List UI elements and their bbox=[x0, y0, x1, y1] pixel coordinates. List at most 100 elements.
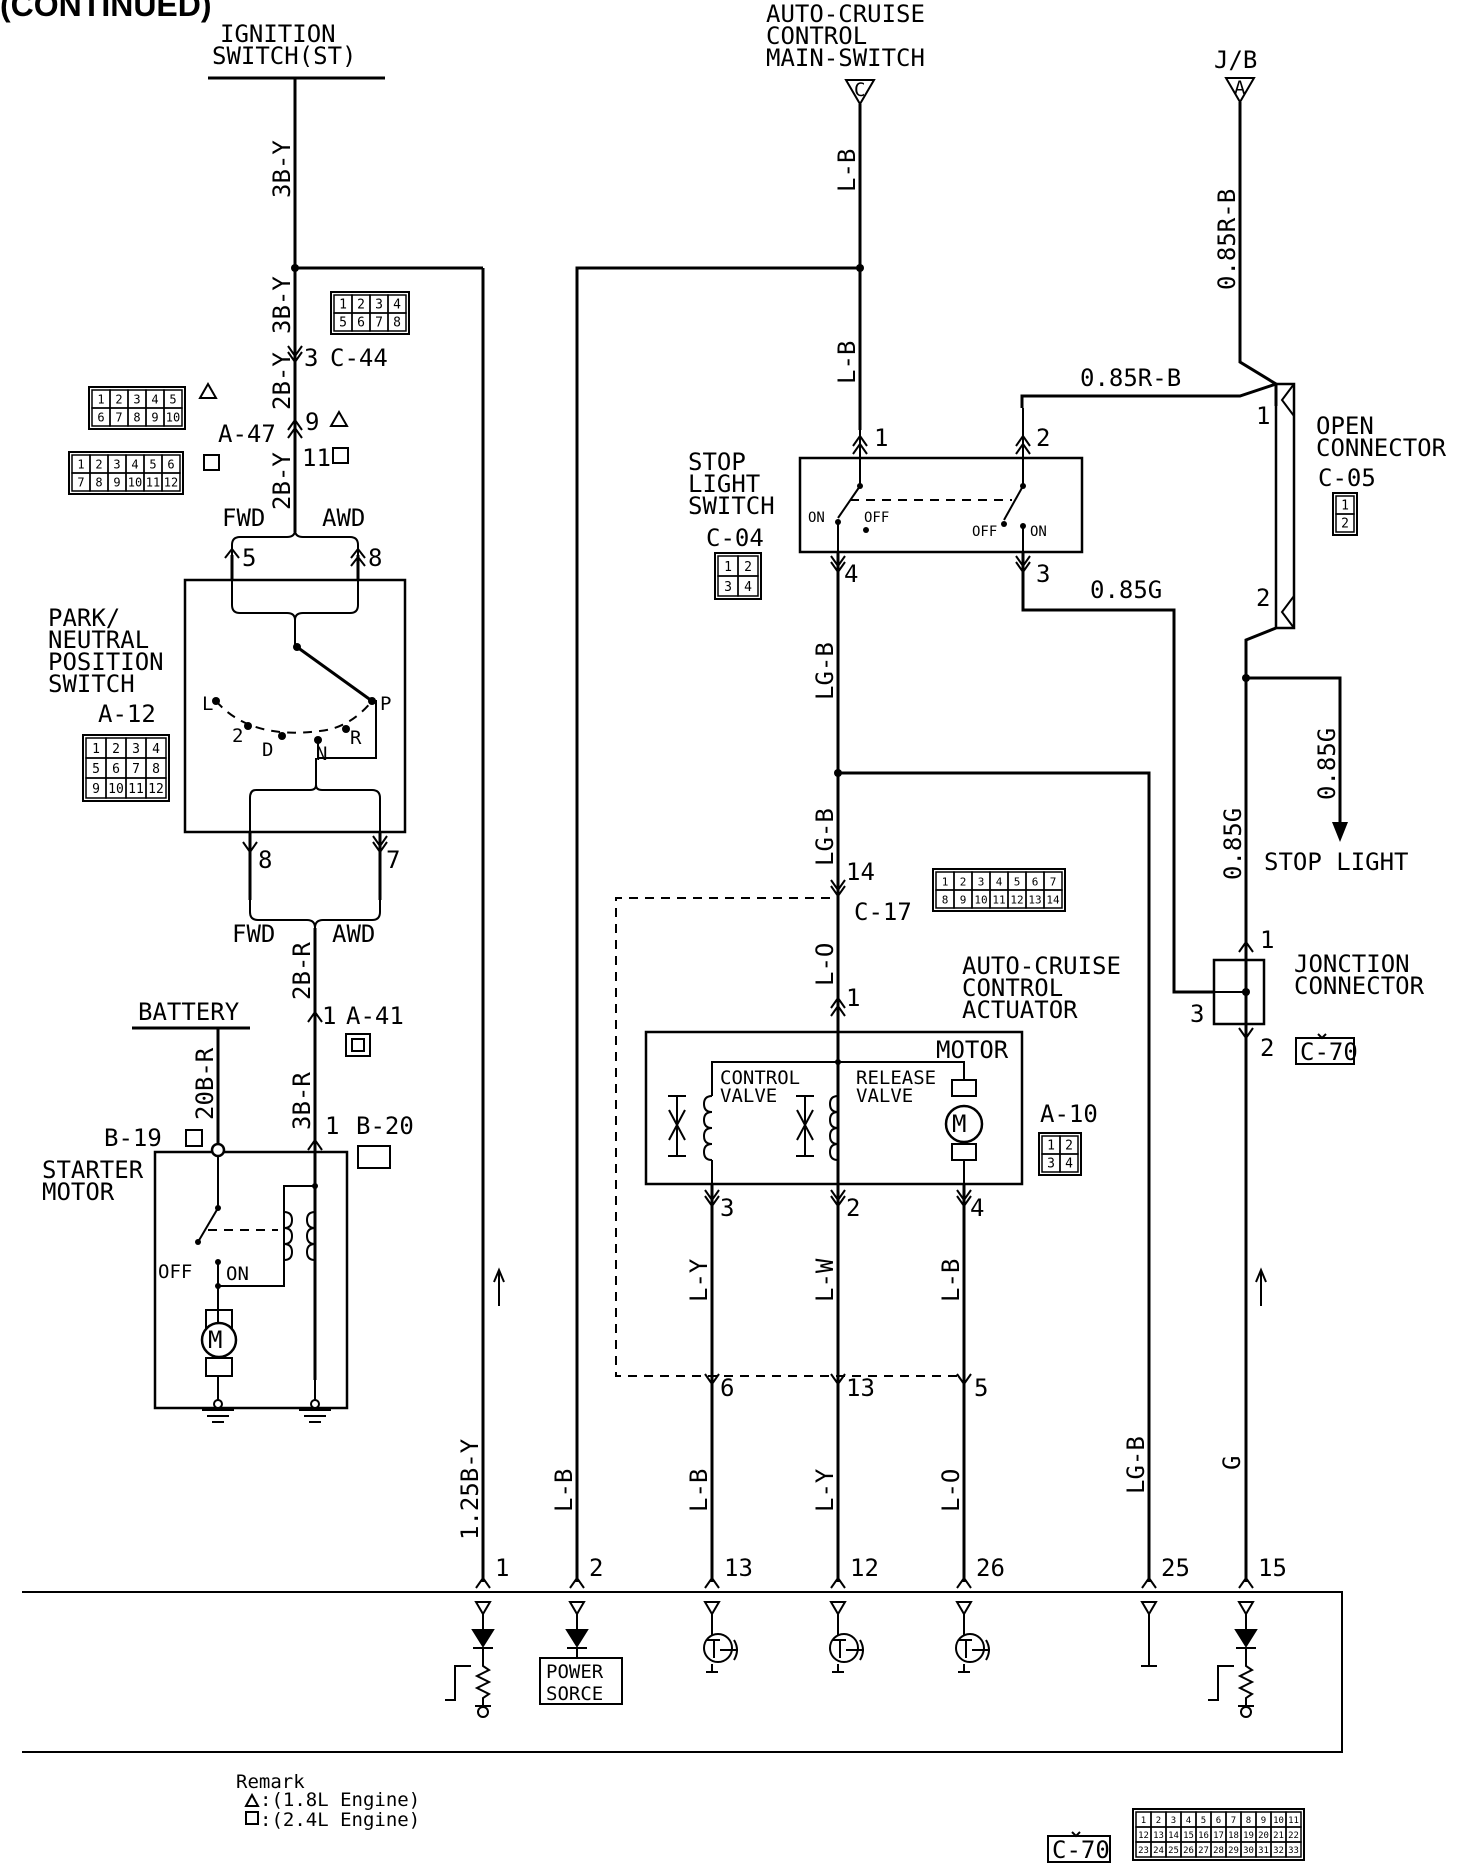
main-switch-label-3: MAIN-SWITCH bbox=[766, 44, 925, 72]
open-connector-label-1: OPEN bbox=[1316, 412, 1374, 440]
a12-pin-cell bbox=[145, 777, 167, 799]
footer-pin-number: 26 bbox=[1183, 1846, 1194, 1856]
starter-motor: STARTER MOTOR OFF ON M bbox=[42, 1142, 349, 1410]
a12-pin-number: 12 bbox=[148, 782, 164, 797]
b20-pin: 1 bbox=[325, 1112, 339, 1140]
a47-sq-pin-number: 2 bbox=[95, 457, 102, 471]
ignition-switch-label-2: SWITCH(ST) bbox=[212, 42, 357, 70]
remark: Remark :(1.8L Engine) :(2.4L Engine) bbox=[236, 1771, 420, 1831]
stop-light-label: STOP LIGHT bbox=[1264, 848, 1409, 876]
footer-pin-number: 17 bbox=[1213, 1831, 1224, 1841]
footer-pin-number: 2 bbox=[1156, 1816, 1161, 1826]
power-source-label-1: POWER bbox=[546, 1661, 604, 1683]
c44-pin-number: 1 bbox=[339, 297, 347, 312]
c17-pin-number: 6 bbox=[1032, 875, 1039, 888]
footer-pin-number: 11 bbox=[1288, 1816, 1299, 1826]
a12-pin-number: 6 bbox=[112, 762, 120, 777]
footer-pin-number: 13 bbox=[1153, 1831, 1164, 1841]
awd-label-top: AWD bbox=[322, 504, 365, 532]
actuator-pin-1: 1 bbox=[846, 984, 860, 1012]
a12-pin-number: 3 bbox=[132, 742, 140, 757]
wire-label-stop-light: 0.85G bbox=[1313, 728, 1341, 800]
a47-sq-pin-number: 4 bbox=[131, 457, 138, 471]
footer-pin-number: 16 bbox=[1198, 1831, 1209, 1841]
starter-motor-m: M bbox=[208, 1326, 222, 1354]
ecu-pin-12: 12 bbox=[850, 1554, 879, 1582]
starter-label-1: STARTER bbox=[42, 1156, 144, 1184]
power-source-label-2: SORCE bbox=[546, 1683, 603, 1705]
wire-label-l-w: L-W bbox=[811, 1258, 839, 1302]
c44-pin-cell bbox=[387, 312, 407, 332]
a47-pin-11: 11 bbox=[302, 444, 331, 472]
open-connector-pin-2: 2 bbox=[1256, 584, 1270, 612]
c05-pin-cell bbox=[1335, 513, 1355, 533]
c17-pin-number: 1 bbox=[942, 875, 949, 888]
ecu-pin-25: 25 bbox=[1161, 1554, 1190, 1582]
wire-label-2b-y: 2B-Y bbox=[268, 352, 296, 410]
a47-sq-pin-cell bbox=[161, 472, 181, 492]
wire-label-g-junction: 0.85G bbox=[1219, 808, 1247, 880]
pn-pos-l: L bbox=[202, 693, 213, 715]
remark-1-8l: :(1.8L Engine) bbox=[260, 1789, 420, 1811]
footer-pin-number: 19 bbox=[1243, 1831, 1254, 1841]
c04-pin-number: 3 bbox=[724, 580, 732, 595]
a47-tri-pin-number: 6 bbox=[97, 410, 104, 424]
starter-off: OFF bbox=[158, 1261, 192, 1283]
a47-tri-pin-number: 4 bbox=[151, 392, 158, 406]
wire-label-ecu25: LG-B bbox=[1122, 1436, 1150, 1494]
junction-pin-2: 2 bbox=[1260, 1034, 1274, 1062]
wire-label-l-b-main: L-B bbox=[833, 149, 861, 192]
pn-label-3: POSITION bbox=[48, 648, 164, 676]
footer-pin-number: 14 bbox=[1168, 1831, 1179, 1841]
footer-pin-number: 28 bbox=[1213, 1846, 1224, 1856]
footer-pin-number: 6 bbox=[1216, 1816, 1221, 1826]
a12-pin-number: 7 bbox=[132, 762, 140, 777]
ecu-pin-13: 13 bbox=[724, 1554, 753, 1582]
pn-pos-2: 2 bbox=[232, 725, 243, 747]
starter-on: ON bbox=[226, 1263, 249, 1285]
main-switch-label-2: CONTROL bbox=[766, 22, 867, 50]
power-source-box: POWER SORCE bbox=[539, 1657, 623, 1705]
actuator-pin-4: 4 bbox=[970, 1194, 984, 1222]
control-valve-label-2: VALVE bbox=[720, 1085, 777, 1107]
stop-switch-on-2: ON bbox=[1030, 524, 1047, 540]
c17-pin-number: 14 bbox=[1046, 893, 1060, 906]
footer-pin-number: 32 bbox=[1273, 1846, 1284, 1856]
ecu-pin-15: 15 bbox=[1258, 1554, 1287, 1582]
c17-pin-cell bbox=[1043, 889, 1063, 909]
a47-tri-pin-cell bbox=[163, 407, 183, 427]
footer-pin-number: 1 bbox=[1141, 1816, 1146, 1826]
mid-pin-6: 6 bbox=[720, 1374, 734, 1402]
stop-switch-label-1: STOP bbox=[688, 448, 746, 476]
stop-switch-id: C-04 bbox=[706, 524, 764, 552]
a12-pin-number: 9 bbox=[92, 782, 100, 797]
wire-label-ecu15: G bbox=[1218, 1456, 1246, 1470]
a12-pin-number: 2 bbox=[112, 742, 120, 757]
junction-pin-3: 3 bbox=[1190, 1000, 1204, 1028]
junction-id: C-70 bbox=[1300, 1038, 1358, 1066]
a47-sq-pin-number: 1 bbox=[77, 457, 84, 471]
wire-label-0-85r-b: 0.85R-B bbox=[1213, 189, 1241, 290]
stop-switch-pin-3: 3 bbox=[1036, 560, 1050, 588]
a12-pin-number: 11 bbox=[128, 782, 144, 797]
footer-pin-number: 27 bbox=[1198, 1846, 1209, 1856]
footer-pin-number: 22 bbox=[1288, 1831, 1299, 1841]
footer-pin-number: 18 bbox=[1228, 1831, 1239, 1841]
stop-switch-pin-1: 1 bbox=[874, 424, 888, 452]
actuator-label-2: CONTROL bbox=[962, 974, 1063, 1002]
footer-pin-number: 9 bbox=[1261, 1816, 1266, 1826]
junction-pin-1: 1 bbox=[1260, 926, 1274, 954]
open-connector-c05: 1 2 OPEN CONNECTOR C-05 12 bbox=[1256, 382, 1447, 630]
stop-switch-pin-4: 4 bbox=[844, 560, 858, 588]
stop-switch-on-1: ON bbox=[808, 510, 825, 526]
